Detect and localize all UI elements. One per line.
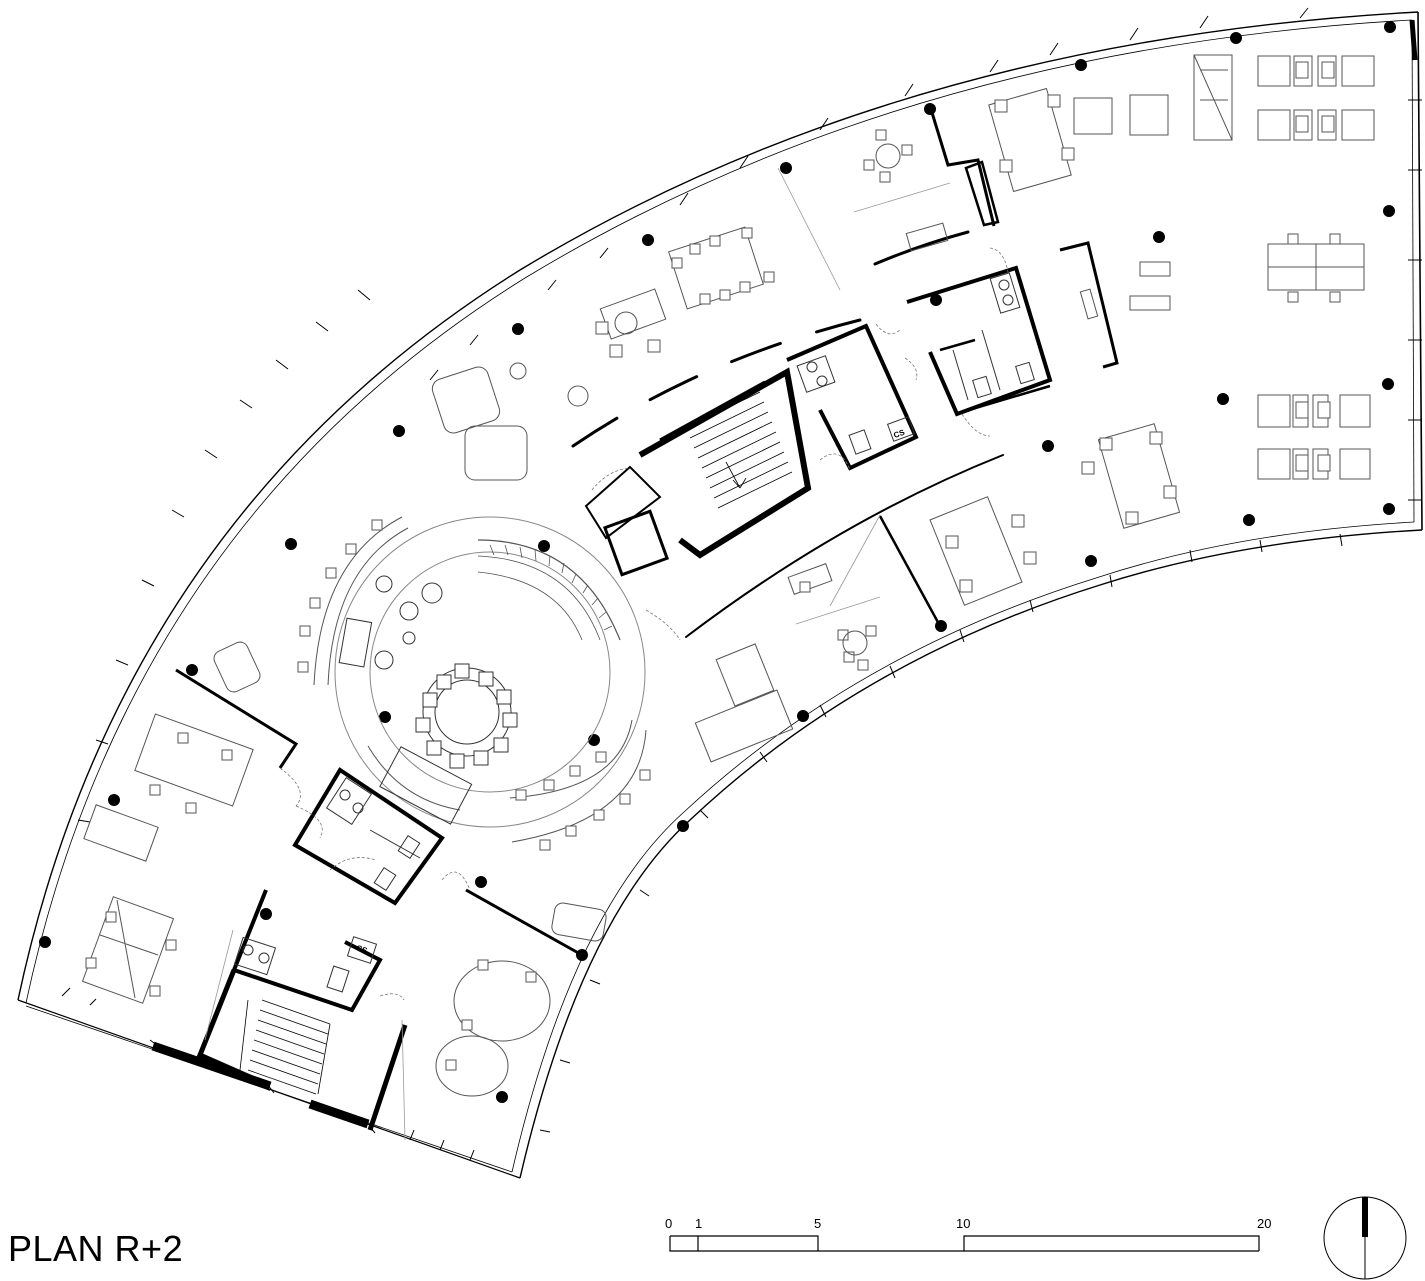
facade-outer: [17, 11, 1423, 1179]
bleacher-seating: [477, 539, 621, 641]
scale-bar: 0 1 5 10 20: [665, 1216, 1271, 1252]
stair-lower: [239, 999, 331, 1095]
circular-lounge: [334, 516, 646, 828]
bench-bottom: [367, 719, 647, 843]
furniture-chairs: [85, 61, 1341, 1071]
round-table-chairs: [415, 663, 518, 769]
core-walls: [151, 19, 1418, 1131]
wc-fixtures: [233, 272, 1035, 993]
scale-label-10: 10: [956, 1216, 970, 1231]
facade-mullions: [61, 7, 1422, 1161]
light-partitions: [204, 167, 951, 1141]
scale-label-0: 0: [665, 1216, 672, 1231]
lounge-bench-left: [313, 516, 409, 686]
lounge-armchairs: [338, 575, 443, 670]
scale-label-1: 1: [695, 1216, 702, 1231]
scale-label-5: 5: [814, 1216, 821, 1231]
stair-central: [685, 391, 793, 509]
plan-title: PLAN R+2: [8, 1228, 184, 1269]
furniture-desks: [81, 54, 1375, 1097]
doors: [279, 247, 1009, 1001]
cs-label-lower: CS: [355, 943, 369, 955]
north-arrow-icon: [1323, 1196, 1407, 1280]
curved-partitions: [571, 230, 1004, 638]
round-tables: [509, 129, 913, 671]
scale-label-20: 20: [1257, 1216, 1271, 1231]
cs-label-upper: CS: [892, 428, 906, 440]
